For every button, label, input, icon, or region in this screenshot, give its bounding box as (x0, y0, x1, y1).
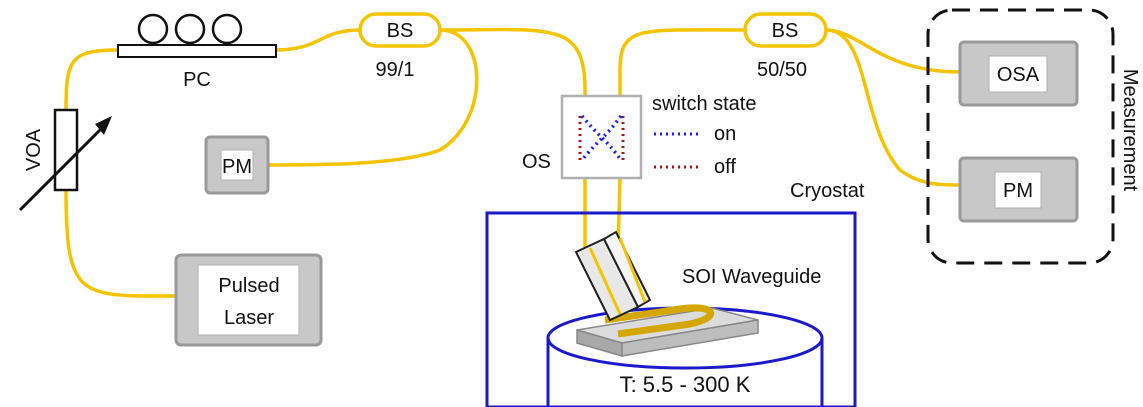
measurement-label: Measurement (1119, 69, 1141, 192)
pc-paddle-1 (137, 13, 169, 45)
os-frame (560, 94, 643, 180)
power-meter-1: PM (204, 135, 270, 195)
measurement-group: Measurement OSA PM (926, 8, 1141, 265)
polarization-controller: PC (117, 13, 277, 91)
bs1-label: BS (387, 20, 414, 42)
pc-paddle-2 (174, 13, 206, 45)
os-label: OS (522, 151, 551, 173)
temperature-label: T: 5.5 - 300 K (620, 372, 751, 397)
bs1-body (358, 12, 442, 48)
pc-body (117, 44, 277, 58)
pulsed-laser: Pulsed Laser (174, 253, 323, 347)
chip-side (621, 319, 759, 357)
array-fiber-2 (618, 237, 647, 303)
laser-label-bg (197, 264, 300, 336)
fiber-pc-to-bs1 (274, 28, 362, 52)
fiber-bs2-to-osa (824, 28, 962, 74)
pc-label: PC (183, 69, 211, 91)
cold-finger-sides (546, 338, 824, 407)
cryostat-label: Cryostat (790, 180, 865, 202)
laser-label-line2: Laser (224, 307, 274, 329)
optical-switch: OS (522, 94, 643, 180)
waveguide-gold (604, 304, 714, 338)
fiber-os-to-bs2 (618, 28, 747, 120)
beam-splitter-1: BS 99/1 (358, 12, 442, 81)
osa-label-bg (988, 55, 1048, 93)
measurement-frame (926, 8, 1115, 265)
pm2-label: PM (1003, 180, 1033, 202)
fiber-voa-to-laser (64, 188, 178, 298)
bs2-label: BS (772, 20, 799, 42)
voa-arrow-icon (95, 116, 112, 135)
fiber-bs1-to-os (438, 27, 587, 120)
bs2-body (743, 12, 828, 48)
cryostat: Cryostat T: 5.5 - 300 K (485, 180, 865, 407)
laser-label-line1: Pulsed (218, 275, 279, 297)
osa-label: OSA (997, 64, 1040, 86)
pm1-label: PM (222, 156, 252, 178)
switch-state-title: switch state (652, 93, 756, 115)
fiber-bs2-to-pm (824, 28, 962, 187)
bs1-ratio-label: 99/1 (376, 59, 415, 81)
voa-body (53, 108, 79, 192)
voa-label: VOA (23, 128, 45, 171)
cryostat-frame (485, 211, 857, 407)
soi-waveguide-label: SOI Waveguide (682, 266, 821, 288)
array-fiber-1 (588, 247, 622, 315)
legend-on-label: on (714, 123, 736, 145)
fiber-pc-to-voa (64, 48, 120, 112)
pm1-label-bg (220, 149, 254, 181)
voa-arrow-shaft (18, 124, 106, 212)
bs2-ratio-label: 50/50 (757, 59, 807, 81)
switch-legend: switch state on off (652, 93, 756, 178)
pm2-label-bg (994, 171, 1042, 209)
variable-optical-attenuator: VOA (18, 108, 112, 212)
soi-waveguide: SOI Waveguide (574, 230, 821, 357)
fiber-bs1-to-pm (266, 28, 479, 167)
legend-off-label: off (714, 156, 736, 178)
switch-on-cross-1 (580, 114, 623, 162)
pc-paddle-3 (211, 13, 243, 45)
beam-splitter-2: BS 50/50 (743, 12, 828, 81)
